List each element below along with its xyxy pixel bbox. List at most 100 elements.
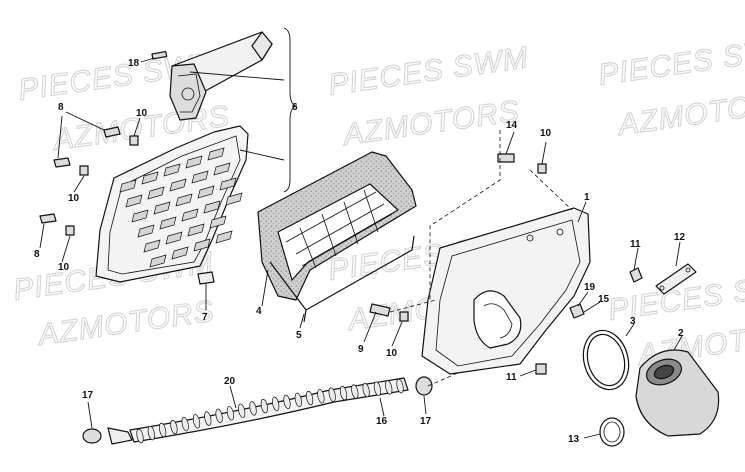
hose-rib xyxy=(147,425,155,441)
hose-rib xyxy=(158,422,167,438)
hose-ribs xyxy=(136,378,404,444)
vent-slot xyxy=(171,246,189,260)
callout-17: 17 xyxy=(420,416,432,427)
hose-rib xyxy=(238,403,246,419)
hose-rib xyxy=(204,411,212,426)
hose-rib xyxy=(136,428,144,444)
airbox-housing-part xyxy=(421,207,591,375)
drain-hose-part xyxy=(82,376,433,445)
vent-slot xyxy=(175,193,193,207)
hose-rib xyxy=(373,381,382,396)
hose-rib xyxy=(170,419,178,435)
watermark: AZMOTORS xyxy=(614,85,745,143)
vent-slot xyxy=(149,254,167,268)
callout-15: 15 xyxy=(598,294,610,305)
hose-rib xyxy=(339,385,348,401)
callout-9: 9 xyxy=(358,344,364,355)
watermark: AZMOTORS xyxy=(34,295,216,353)
vent-slot xyxy=(147,186,165,200)
callout-2: 2 xyxy=(678,328,684,339)
hose-rib xyxy=(272,396,280,412)
vent-slot xyxy=(209,215,227,229)
callout-10: 10 xyxy=(540,128,552,139)
callout-4: 4 xyxy=(256,306,262,317)
vent-slot xyxy=(143,239,161,253)
watermark: AZMOTORS xyxy=(339,95,521,153)
vent-slot xyxy=(213,162,231,176)
routing-lines xyxy=(389,130,573,387)
hose-rib xyxy=(294,392,302,408)
hose-rib xyxy=(317,389,325,404)
callout-5: 5 xyxy=(296,330,302,341)
hose-rib xyxy=(305,390,314,406)
callout-6: 6 xyxy=(292,102,298,113)
callout-19: 19 xyxy=(584,282,596,293)
hose-rib xyxy=(396,378,404,394)
callout-18: 18 xyxy=(128,58,140,69)
callout-17: 17 xyxy=(82,390,94,401)
callout-14: 14 xyxy=(506,120,518,131)
callout-labels: 18 8 10 10 8 10 7 6 4 5 9 10 14 10 1 11 … xyxy=(34,58,686,445)
callout-13: 13 xyxy=(568,434,580,445)
vent-slot xyxy=(181,208,199,222)
vent-slot xyxy=(219,177,237,191)
vent-slot xyxy=(185,155,203,169)
vent-slot xyxy=(193,238,211,252)
callout-10: 10 xyxy=(136,108,148,119)
watermark: PIECES SWM xyxy=(326,41,530,102)
vent-slot xyxy=(191,170,209,184)
vent-slot xyxy=(159,216,177,230)
hose-rib xyxy=(351,384,359,399)
callout-3: 3 xyxy=(630,316,636,327)
callout-8: 8 xyxy=(58,102,64,113)
hose-clamps xyxy=(582,329,630,447)
hose-rib xyxy=(260,398,268,414)
vent-slot xyxy=(187,223,205,237)
callout-1: 1 xyxy=(584,192,590,203)
vent-slot xyxy=(153,201,171,215)
callout-10: 10 xyxy=(68,193,80,204)
group-bracket xyxy=(283,27,298,193)
hose-rib xyxy=(362,382,370,398)
hose-rib xyxy=(192,414,201,429)
callout-11: 11 xyxy=(630,239,641,250)
vent-slot xyxy=(131,209,149,223)
vent-slot xyxy=(169,178,187,192)
hose-rib xyxy=(385,380,393,395)
vent-slot xyxy=(119,179,137,193)
hose-rib xyxy=(328,387,336,402)
vent-slot xyxy=(215,230,233,244)
vent-slot xyxy=(207,147,225,161)
air-filter-part xyxy=(257,151,417,323)
fastener-set xyxy=(39,50,643,375)
vent-slot xyxy=(141,171,159,185)
vent-slot xyxy=(137,224,155,238)
vent-slot xyxy=(225,192,243,206)
vent-slot xyxy=(125,194,143,208)
bracket-part xyxy=(655,263,697,295)
intake-snorkel-part xyxy=(169,31,273,121)
leader-lines xyxy=(39,57,683,439)
vent-grid xyxy=(119,147,243,268)
callout-8: 8 xyxy=(34,249,40,260)
hose-rib xyxy=(249,401,257,416)
hose-rib xyxy=(181,416,189,432)
vent-slot xyxy=(163,163,181,177)
callout-10: 10 xyxy=(58,262,70,273)
callout-11: 11 xyxy=(506,372,517,383)
hose-rib xyxy=(226,406,235,421)
vent-slot xyxy=(203,200,221,214)
callout-16: 16 xyxy=(376,416,388,427)
intake-boot-part xyxy=(635,349,720,437)
vent-slot xyxy=(197,185,215,199)
hose-rib xyxy=(215,408,223,424)
watermark: PIECES SWM xyxy=(596,31,745,92)
vent-slot xyxy=(165,231,183,245)
hose-rib xyxy=(283,394,291,410)
callout-7: 7 xyxy=(202,312,208,323)
callout-20: 20 xyxy=(224,376,236,387)
callout-10: 10 xyxy=(386,348,398,359)
airbox-cover-part xyxy=(95,125,249,283)
